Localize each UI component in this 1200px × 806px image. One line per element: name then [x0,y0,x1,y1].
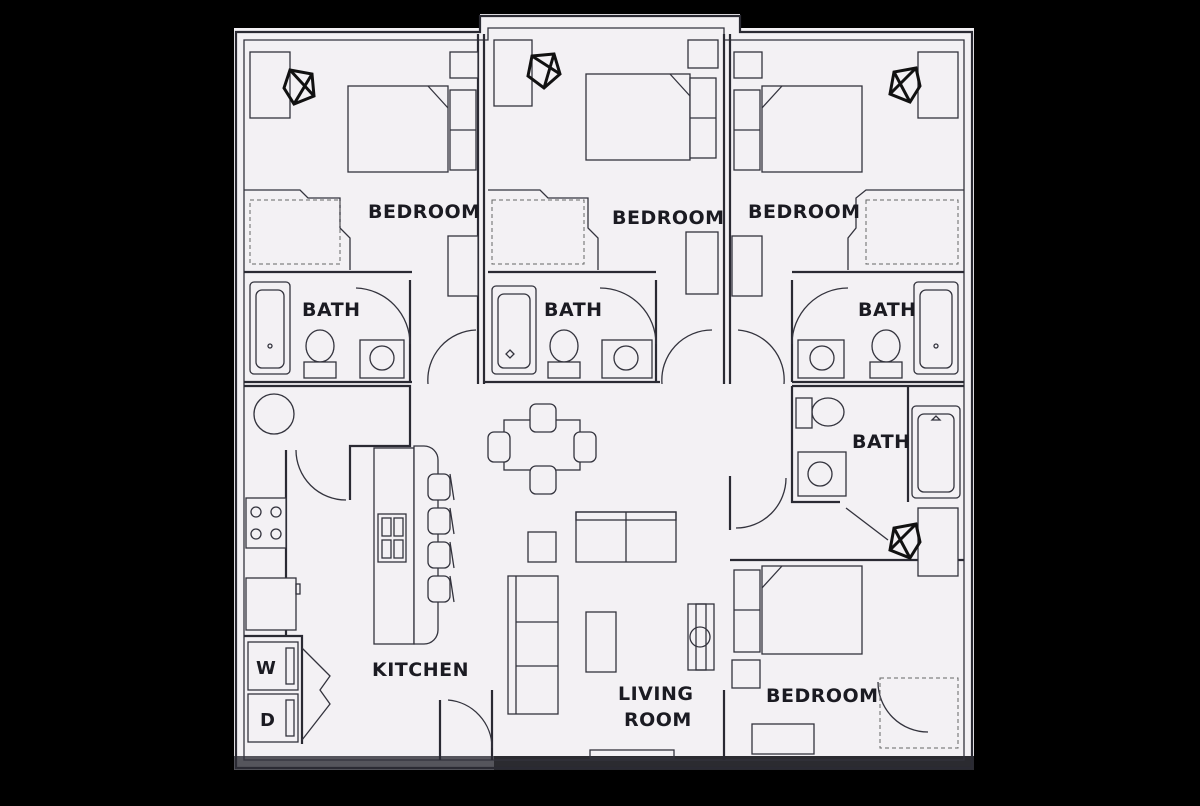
bedroom-4-furniture [731,507,959,755]
bedroom-3-furniture [731,51,959,297]
desk-chair-icon [282,68,316,106]
kitchen-fixtures [245,393,455,743]
bedroom-1-furniture [249,51,479,297]
bedroom-2-label: BEDROOM [612,207,725,229]
bath-4-label: BATH [852,431,911,453]
bath-1-label: BATH [302,299,361,321]
desk-chair-icon [888,522,922,560]
bedroom-1-label: BEDROOM [368,201,481,223]
living-room-label-line2: ROOM [624,709,692,731]
kitchen-label: KITCHEN [372,659,469,681]
bedroom-2-furniture [491,39,719,295]
bath-2-label: BATH [544,299,603,321]
bath-fixtures [249,281,961,499]
desk-chair-icon [526,52,562,90]
interior-walls [244,34,964,760]
desk-chair-icon [888,66,922,104]
living-room-label-line1: LIVING [618,683,693,705]
outer-wall [234,14,974,770]
bath-3-label: BATH [858,299,917,321]
dryer-label: D [260,710,275,731]
bedroom-4-label: BEDROOM [766,685,879,707]
door-swings [295,287,929,749]
washer-label: W [256,658,276,679]
living-room-furniture [487,403,715,759]
top-notch [480,14,740,30]
bedroom-3-label: BEDROOM [748,201,861,223]
